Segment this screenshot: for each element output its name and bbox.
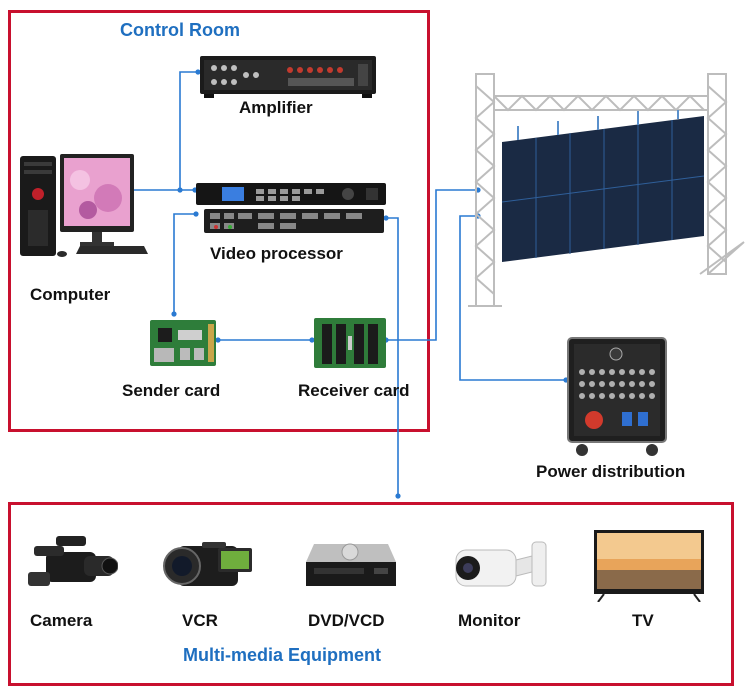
computer-label: Computer (30, 285, 111, 304)
monitor-label: Monitor (458, 611, 521, 630)
camera-label: Camera (30, 611, 93, 630)
amplifier-label: Amplifier (239, 98, 313, 117)
led-screen-truss (468, 73, 745, 307)
control-room-frame (8, 10, 430, 432)
tv-label: TV (632, 611, 654, 630)
control-room-title: Control Room (120, 20, 240, 40)
sender-card-device (150, 320, 216, 366)
power-distribution-device (567, 337, 667, 456)
dvd-device (306, 543, 396, 586)
tv-device (594, 530, 704, 602)
monitor-device (455, 541, 547, 587)
vcr-device (163, 542, 252, 586)
multimedia-frame (8, 502, 734, 686)
receiver-card-device (314, 318, 386, 368)
power-distribution-label: Power distribution (536, 462, 686, 481)
video-processor-device (196, 183, 386, 233)
vcr-label: VCR (182, 611, 218, 630)
computer-device (20, 154, 148, 257)
multimedia-title: Multi-media Equipment (183, 645, 381, 665)
amplifier-device (200, 56, 376, 98)
video-processor-label: Video processor (210, 244, 343, 263)
camera-device (28, 536, 118, 586)
dvd-label: DVD/VCD (308, 611, 385, 630)
sender-card-label: Sender card (122, 381, 221, 400)
receiver-card-label: Receiver card (298, 381, 410, 400)
